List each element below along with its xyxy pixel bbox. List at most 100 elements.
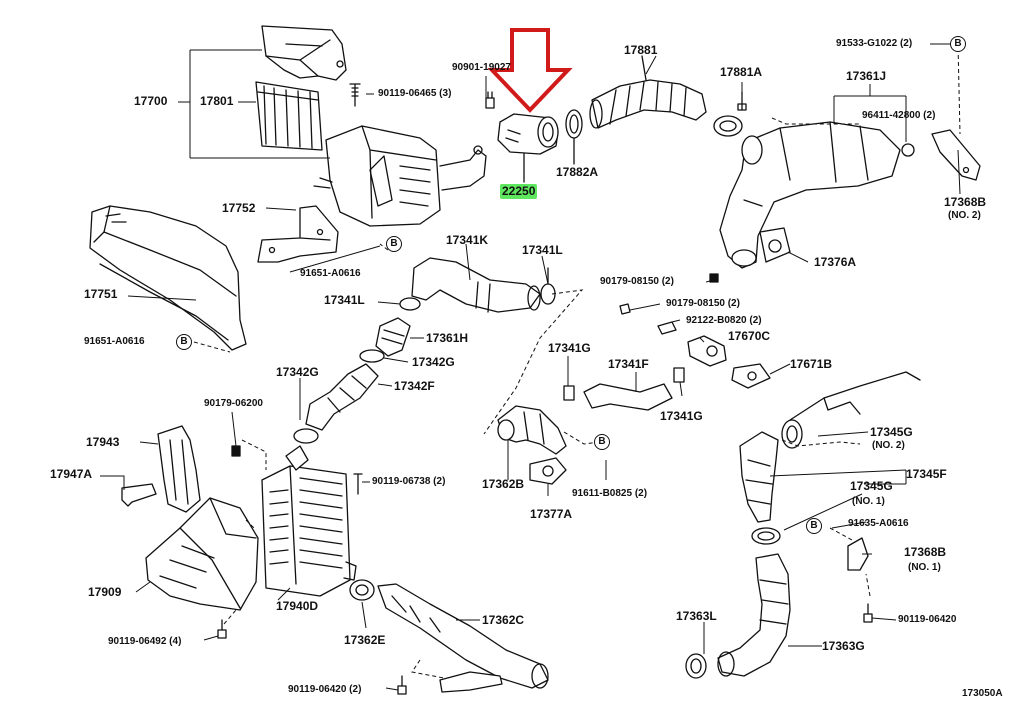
ref-marker-b: B bbox=[386, 236, 402, 252]
label-90179-08150-a: 90179-08150 (2) bbox=[600, 276, 674, 287]
clamp-17882A bbox=[565, 109, 583, 165]
label-no2-b: (NO. 2) bbox=[872, 440, 905, 451]
clamp-17363L bbox=[685, 653, 707, 679]
bolt-90119-06420-a bbox=[863, 603, 873, 623]
hose-17345F bbox=[739, 431, 779, 523]
label-17341G-b: 17341G bbox=[660, 409, 703, 423]
bolt-90119-06492 bbox=[217, 619, 227, 639]
air-flow-meter-22250 bbox=[497, 113, 559, 183]
bracket-17368B-no2 bbox=[931, 129, 981, 181]
clamp-17341L-b bbox=[399, 297, 421, 311]
bolt-90179-08150-b bbox=[619, 303, 631, 315]
label-17943: 17943 bbox=[86, 435, 120, 449]
pipe-17363G bbox=[717, 553, 791, 677]
label-17670C: 17670C bbox=[728, 329, 771, 343]
label-17341G-a: 17341G bbox=[548, 341, 591, 355]
clamp-17345G-no1 bbox=[751, 527, 781, 545]
label-17752: 17752 bbox=[222, 201, 256, 215]
clamp-17345G-no2 bbox=[781, 419, 803, 449]
valve-17670C bbox=[687, 335, 727, 367]
label-17341L-b: 17341L bbox=[324, 293, 365, 307]
ref-marker-b: B bbox=[176, 334, 192, 350]
leader-lines bbox=[100, 43, 961, 691]
diagram-id-label: 173050A bbox=[962, 688, 1003, 699]
bolt-90179-06200 bbox=[231, 445, 241, 457]
label-17801: 17801 bbox=[200, 94, 234, 108]
label-no2-a: (NO. 2) bbox=[948, 210, 981, 221]
clip-90901 bbox=[485, 91, 495, 109]
label-90901-19027: 90901-19027 bbox=[452, 62, 511, 73]
air-cleaner-bracket-17752 bbox=[257, 205, 339, 263]
bracket-17362C bbox=[439, 671, 503, 693]
label-17940D: 17940D bbox=[276, 599, 319, 613]
label-91651-A0616-b: 91651-A0616 bbox=[84, 336, 145, 347]
label-17342F: 17342F bbox=[394, 379, 435, 393]
label-17345G-no1: 17345G bbox=[850, 479, 893, 493]
gasket-17671B bbox=[731, 363, 771, 389]
duct-17943 bbox=[157, 425, 201, 513]
intercooler-cover-17909 bbox=[145, 497, 259, 611]
ref-marker-b: B bbox=[806, 518, 822, 534]
label-no1-b: (NO. 1) bbox=[908, 562, 941, 573]
label-17342G-b: 17342G bbox=[276, 365, 319, 379]
label-17362E: 17362E bbox=[344, 633, 386, 647]
label-96411-42800: 96411-42800 (2) bbox=[862, 110, 936, 121]
air-cleaner-cap-17700 bbox=[261, 25, 347, 81]
label-17368B-no2: 17368B bbox=[944, 195, 987, 209]
label-91651-A0616-a: 91651-A0616 bbox=[300, 268, 361, 279]
label-17342G-a: 17342G bbox=[412, 355, 455, 369]
bolt-90179-08150-a bbox=[709, 273, 719, 283]
red-indicator-arrow bbox=[487, 28, 573, 113]
clip-96411 bbox=[901, 143, 915, 157]
pipe-17362B bbox=[497, 405, 567, 455]
label-17882A: 17882A bbox=[556, 165, 599, 179]
gasket-17377A bbox=[529, 457, 567, 485]
label-17363G: 17363G bbox=[822, 639, 865, 653]
gasket-17376A bbox=[759, 227, 791, 263]
intake-pipe-17361J bbox=[719, 121, 901, 269]
label-22250-highlighted: 22250 bbox=[500, 184, 538, 199]
label-17377A: 17377A bbox=[530, 507, 573, 521]
label-90179-08150-b: 90179-08150 (2) bbox=[666, 298, 740, 309]
bolt-90119-06465 bbox=[349, 83, 361, 107]
label-17363L: 17363L bbox=[676, 609, 717, 623]
label-90119-06465: 90119-06465 (3) bbox=[378, 88, 452, 99]
air-cleaner-case bbox=[313, 125, 487, 227]
clamp-17342G-a bbox=[359, 349, 385, 363]
label-17751: 17751 bbox=[84, 287, 118, 301]
ref-marker-b: B bbox=[950, 36, 966, 52]
clamp-17362E bbox=[349, 579, 375, 601]
intercooler-17940D bbox=[261, 445, 357, 597]
label-17345F: 17345F bbox=[906, 467, 947, 481]
label-17341L-a: 17341L bbox=[522, 243, 563, 257]
clamp-17341G-a bbox=[563, 385, 575, 401]
label-17909: 17909 bbox=[88, 585, 122, 599]
label-17362B: 17362B bbox=[482, 477, 525, 491]
label-91635-A0616: 91635-A0616 bbox=[848, 518, 909, 529]
label-90119-06420-b: 90119-06420 (2) bbox=[288, 684, 362, 695]
pipe-17361H bbox=[375, 317, 411, 357]
air-filter-element-17801 bbox=[255, 81, 323, 151]
intake-hose-17881 bbox=[589, 55, 707, 129]
clamp-17881A bbox=[713, 91, 747, 137]
label-17671B: 17671B bbox=[790, 357, 833, 371]
label-no1-a: (NO. 1) bbox=[852, 496, 885, 507]
stud-92122 bbox=[657, 321, 677, 335]
label-92122-B0820: 92122-B0820 (2) bbox=[686, 315, 762, 326]
clamp-17342G-b bbox=[293, 428, 319, 444]
label-17361H: 17361H bbox=[426, 331, 469, 345]
clamp-17341L-a bbox=[540, 267, 556, 305]
hose-17342F bbox=[305, 363, 379, 431]
label-17947A: 17947A bbox=[50, 467, 93, 481]
label-17700: 17700 bbox=[134, 94, 168, 108]
label-17345G-no2: 17345G bbox=[870, 425, 913, 439]
engine-outline-right bbox=[789, 371, 921, 421]
label-17341F: 17341F bbox=[608, 357, 649, 371]
label-17881A: 17881A bbox=[720, 65, 763, 79]
label-91533-G1022: 91533-G1022 (2) bbox=[836, 38, 913, 49]
label-90119-06738: 90119-06738 (2) bbox=[372, 476, 446, 487]
bolt-90119-06738 bbox=[353, 473, 363, 495]
hose-17341F bbox=[583, 383, 673, 411]
